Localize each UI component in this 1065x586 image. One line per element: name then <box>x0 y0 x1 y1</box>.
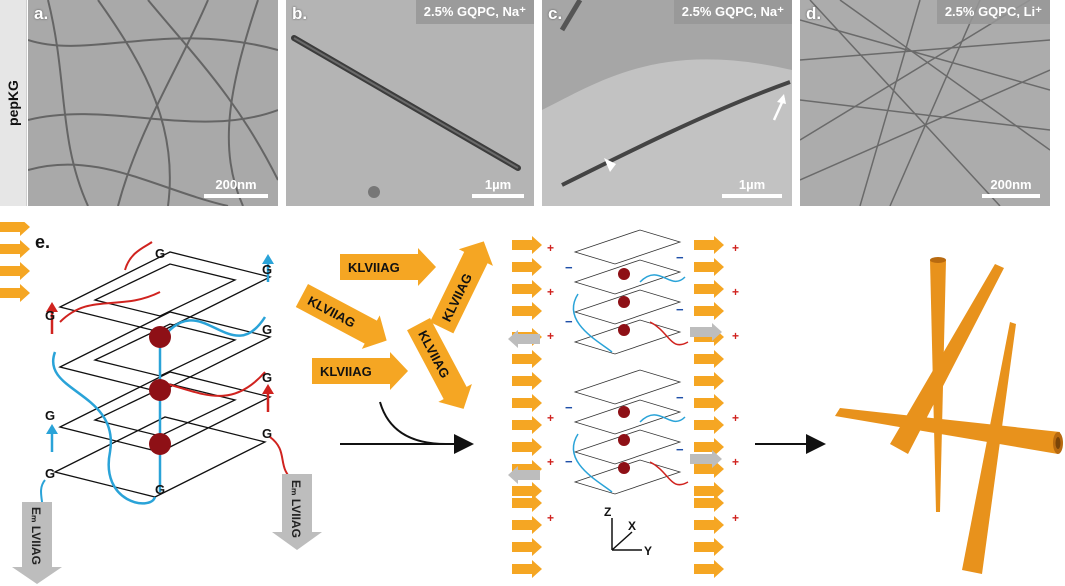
free-peptides: KLVIIAG KLVIIAG KLVIIAG KLVIIAG KLVIIAG <box>295 241 493 409</box>
panel-d-scale-line <box>982 194 1040 198</box>
svg-text:+: + <box>547 511 554 525</box>
panel-d-condition: 2.5% GQPC, Li⁺ <box>936 0 1050 24</box>
panel-c-scale-line <box>722 194 782 198</box>
panel-a-letter: a. <box>34 4 49 23</box>
micrograph-c-image <box>542 0 792 206</box>
nanotubes <box>835 257 1063 574</box>
assembly-schematic: G G G G G G G G G Eₘ LVIIAG Eₘ LVIIAG KL… <box>0 222 1063 584</box>
svg-text:+: + <box>547 411 554 425</box>
svg-text:−: − <box>676 390 684 405</box>
panel-c-condition: 2.5% GQPC, Na⁺ <box>673 0 792 24</box>
g-label: G <box>45 466 55 481</box>
panel-d-scale-label: 200nm <box>990 177 1032 192</box>
panel-a-scale-line <box>204 194 268 198</box>
panel-a-scale-label: 200nm <box>215 177 257 192</box>
axis-y-label: Y <box>644 544 652 558</box>
panel-c-scale-label: 1µm <box>738 177 766 192</box>
g-label: G <box>45 408 55 423</box>
tail-label-right: Eₘ LVIIAG <box>289 480 303 538</box>
micrograph-panel-a: a. 200nm <box>28 0 278 206</box>
assembly-arrow-curve <box>379 401 470 445</box>
axis-x-label: X <box>628 519 636 533</box>
svg-text:+: + <box>547 455 554 469</box>
tail-label-left: Eₘ LVIIAG <box>29 507 43 565</box>
svg-text:+: + <box>732 241 739 255</box>
row-label-pepkg: pepKG <box>0 0 27 206</box>
cation-icon <box>149 433 171 455</box>
g-label: G <box>262 426 272 441</box>
panel-b-scale-line <box>472 194 524 198</box>
svg-text:−: − <box>676 302 684 317</box>
peptide-label: KLVIIAG <box>348 260 400 275</box>
panel-b-letter: b. <box>292 4 308 23</box>
cation-icon <box>149 326 171 348</box>
row-label-text: pepKG <box>5 80 21 126</box>
axis-triad <box>611 518 642 551</box>
svg-text:−: − <box>676 442 684 457</box>
tail-arrow-right <box>272 474 322 550</box>
cation-icon <box>149 379 171 401</box>
g-label: G <box>262 370 272 385</box>
panel-c-scale-bar: 1µm <box>722 177 782 198</box>
panel-e-letter: e. <box>35 232 51 252</box>
svg-text:+: + <box>732 511 739 525</box>
g-label: G <box>262 262 272 277</box>
svg-text:−: − <box>676 250 684 265</box>
svg-text:+: + <box>547 329 554 343</box>
svg-text:−: − <box>565 260 573 275</box>
svg-text:−: − <box>565 314 573 329</box>
svg-text:−: − <box>565 400 573 415</box>
g-label: G <box>45 308 55 323</box>
svg-text:−: − <box>565 454 573 469</box>
g-label: G <box>155 246 165 261</box>
svg-text:+: + <box>732 455 739 469</box>
svg-text:+: + <box>547 285 554 299</box>
tail-arrow-left <box>12 502 62 584</box>
svg-text:+: + <box>732 411 739 425</box>
panel-d-scale-bar: 200nm <box>982 177 1040 198</box>
assembled-lattice: + + + + + + + + + + + + − − − − − − − − … <box>0 222 739 578</box>
svg-text:+: + <box>732 329 739 343</box>
micrograph-panel-b: b. 2.5% GQPC, Na⁺ 1µm <box>286 0 534 206</box>
arrow-marker-icon <box>777 94 786 104</box>
panel-a-scale-bar: 200nm <box>204 177 268 198</box>
g-label: G <box>155 482 165 497</box>
g-quadruplex-stack: G G G G G G G G G Eₘ LVIIAG Eₘ LVIIAG <box>12 241 322 584</box>
panel-c-letter: c. <box>548 4 563 23</box>
panel-d-letter: d. <box>806 4 822 23</box>
micrograph-b-image <box>286 0 534 206</box>
panel-b-scale-bar: 1µm <box>472 177 524 198</box>
axis-z-label: Z <box>604 505 611 519</box>
micrograph-panel-d: d. 2.5% GQPC, Li⁺ 200nm <box>800 0 1050 206</box>
micrograph-d-image <box>800 0 1050 206</box>
panel-b-scale-label: 1µm <box>484 177 512 192</box>
arrowhead-marker-icon <box>604 158 616 172</box>
svg-text:+: + <box>547 241 554 255</box>
g-label: G <box>262 322 272 337</box>
panel-b-condition: 2.5% GQPC, Na⁺ <box>415 0 534 24</box>
svg-text:+: + <box>732 285 739 299</box>
peptide-label: KLVIIAG <box>320 364 372 379</box>
micrograph-panel-c: c. 2.5% GQPC, Na⁺ 1µm <box>542 0 792 206</box>
micrograph-a-image <box>28 0 278 206</box>
